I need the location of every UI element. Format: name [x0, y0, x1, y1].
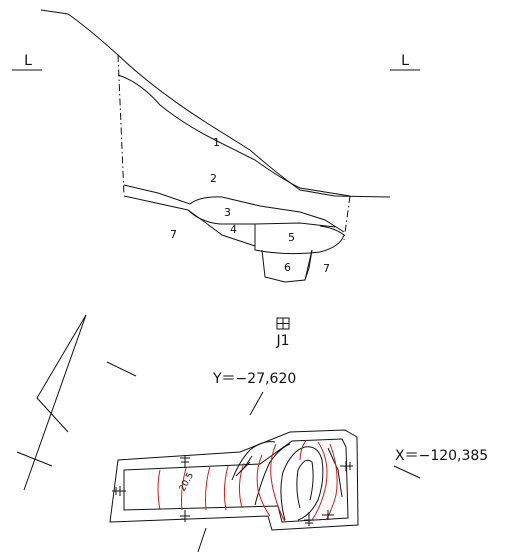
contour-black-1 — [231, 441, 276, 481]
y-coordinate-label: Y＝−27,620 — [212, 371, 296, 387]
layer-6-pit — [261, 249, 313, 283]
layer-label-4: 4 — [230, 223, 237, 236]
layer-label-7-right: 7 — [323, 262, 330, 275]
contour-black-4 — [296, 459, 314, 509]
contour-red-3 — [205, 465, 211, 511]
layer-4-base — [187, 209, 256, 247]
contour-red-10 — [325, 443, 338, 521]
contour-black-3 — [280, 446, 324, 521]
slope-hachure-left — [112, 486, 126, 496]
slope-hachure-corner — [322, 510, 334, 520]
layer-2-boundary — [123, 184, 345, 233]
north-arrow-outline — [36, 314, 87, 433]
grid-symbol-icon — [276, 317, 290, 330]
layer-1-boundary — [117, 74, 351, 197]
layer-label-3: 3 — [224, 206, 231, 219]
x-coordinate-label: X＝−120,385 — [395, 448, 488, 464]
contour-red-6 — [256, 454, 271, 517]
layer-label-1: 1 — [213, 136, 220, 149]
trench-wall-right — [343, 195, 351, 241]
trench-inner-outline — [123, 438, 349, 523]
layer-label-5: 5 — [288, 231, 295, 244]
slope-hachure-bottom-right — [304, 512, 314, 526]
layer-label-6: 6 — [284, 261, 291, 274]
contour-red-1 — [157, 469, 161, 511]
trench-outer-outline — [109, 429, 359, 531]
contour-red-5 — [238, 462, 245, 509]
plan-drawing: J1 Y＝−27,620 X＝−120,385 20.5 — [16, 314, 488, 553]
grid-label: J1 — [275, 333, 289, 349]
north-arrow-crossbar — [16, 451, 53, 467]
contour-black-5 — [327, 447, 343, 498]
slope-hachure-top — [180, 455, 190, 468]
contour-red-9 — [311, 441, 328, 521]
ground-surface-line — [40, 9, 391, 198]
layer-6-pit-edge — [304, 249, 313, 281]
layer-label-7-left: 7 — [170, 228, 177, 241]
slope-hachure-right — [340, 461, 353, 471]
layer-5-pocket — [254, 224, 345, 255]
trench-wall-left — [117, 54, 125, 196]
north-arrow-shaft — [23, 314, 87, 491]
contour-red-7 — [270, 443, 286, 523]
contour-black-2 — [254, 443, 291, 506]
x-coordinate-tick — [393, 465, 421, 479]
contour-elevation-label: 20.5 — [178, 471, 196, 493]
y-coordinate-tick — [249, 391, 264, 416]
contour-red-4 — [223, 465, 229, 511]
slope-hachure-bottom — [180, 510, 190, 522]
section-marker-left: L — [24, 53, 32, 69]
layer-label-2: 2 — [210, 172, 217, 185]
section-marker-right: L — [401, 53, 409, 69]
contour-red-8 — [299, 439, 307, 461]
reference-tick-left — [106, 361, 137, 377]
contour-red-2 — [181, 467, 187, 511]
slope-hachure-inner — [235, 455, 253, 477]
section-drawing: L L 1 2 3 4 5 6 7 7 — [12, 9, 420, 283]
reference-tick-bottom — [197, 527, 207, 553]
